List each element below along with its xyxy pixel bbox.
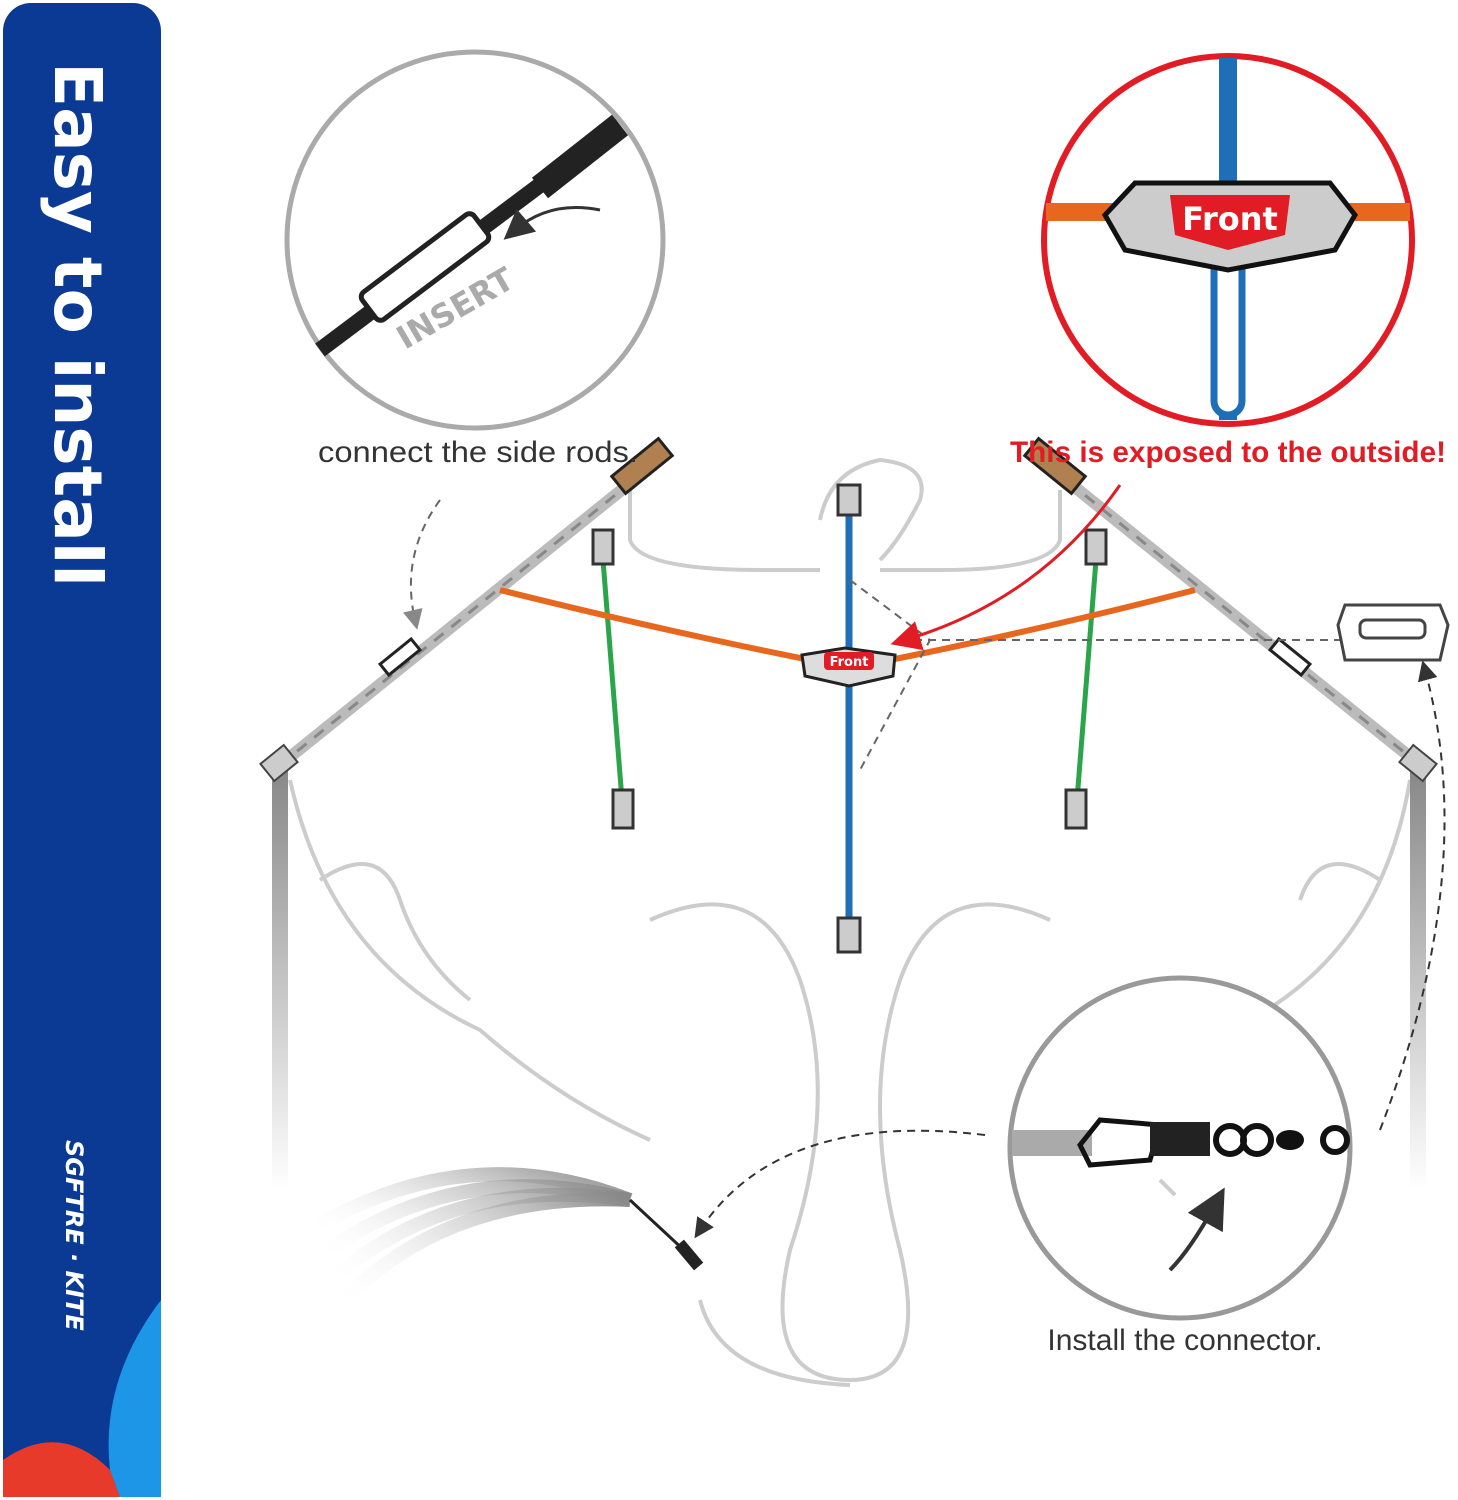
side-connector-icon bbox=[1336, 603, 1450, 662]
spine-rod bbox=[836, 483, 862, 954]
connector-caption: Install the connector. bbox=[1047, 1324, 1322, 1357]
left-leading-edge bbox=[259, 436, 675, 783]
left-standoff bbox=[591, 528, 635, 830]
guide-lines bbox=[403, 499, 1446, 1239]
tail-streamers bbox=[275, 1167, 633, 1345]
front-callout: Front This is exposed to the outside! bbox=[1010, 53, 1446, 469]
left-pole bbox=[272, 770, 288, 1190]
right-leading-edge bbox=[1022, 436, 1438, 783]
front-badge-label: Front bbox=[1182, 200, 1278, 238]
center-connector: Front bbox=[800, 646, 897, 688]
center-front-label: Front bbox=[830, 655, 869, 670]
red-pointer-arrow bbox=[890, 484, 1122, 651]
insert-caption: connect the side rods. bbox=[318, 436, 638, 469]
brand-logo: SGFTRE · KITE bbox=[60, 1140, 88, 1331]
spreader-rod bbox=[499, 587, 1196, 663]
front-caption: This is exposed to the outside! bbox=[1010, 436, 1446, 469]
right-pole bbox=[1410, 770, 1426, 1190]
tail-swivel bbox=[628, 1198, 704, 1271]
sidebar-panel: Easy to install SGFTRE · KITE bbox=[3, 3, 161, 1497]
connector-callout: Install the connector. bbox=[1007, 975, 1353, 1357]
sidebar-title: Easy to install bbox=[39, 62, 116, 587]
right-standoff bbox=[1064, 528, 1108, 830]
insert-callout: INSERT connect the side rods. bbox=[284, 49, 666, 469]
